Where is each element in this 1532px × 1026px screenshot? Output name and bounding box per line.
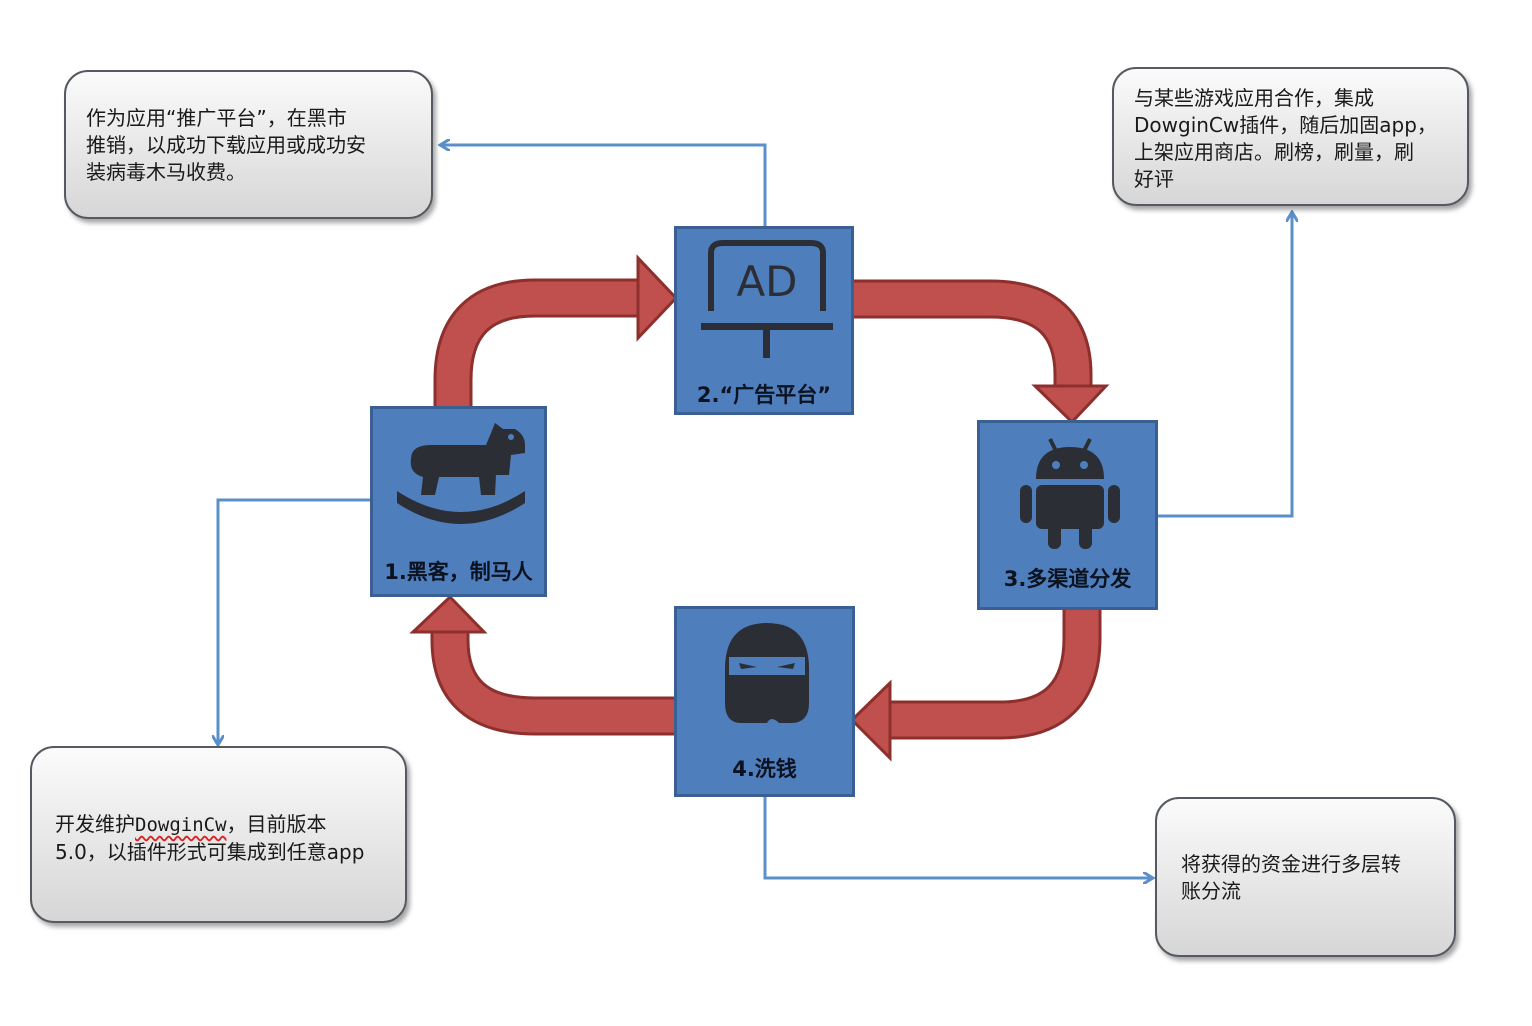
ninja-icon bbox=[725, 623, 809, 723]
note-hacker-line-1-suffix: ，目前版本 bbox=[226, 812, 327, 836]
note-distribution-line-1: 与某些游戏应用合作，集成 bbox=[1134, 86, 1374, 110]
cycle-arrow-hacker-to-ad bbox=[433, 254, 679, 408]
note-hacker-line-2: 5.0，以插件形式可集成到任意app bbox=[55, 840, 365, 864]
note-distribution-line-2: DowginCw插件，随后加固app， bbox=[1134, 113, 1437, 137]
connector-hacker-to-note bbox=[218, 498, 370, 745]
node-hacker-label: 1.黑客，制马人 bbox=[384, 560, 533, 584]
rocking-horse-icon bbox=[397, 423, 525, 524]
note-hacker-code-name: DowginCw bbox=[135, 814, 227, 836]
connector-laundering-to-note bbox=[763, 796, 1153, 878]
node-ad-platform: AD 2.“广告平台” bbox=[674, 226, 854, 415]
cycle-arrow-laundering-to-hacker bbox=[409, 594, 676, 736]
connector-distribution-to-note bbox=[1158, 212, 1292, 518]
node-distribution-label: 3.多渠道分发 bbox=[1003, 567, 1132, 591]
note-laundering-line-1: 将获得的资金进行多层转 bbox=[1181, 852, 1401, 876]
node-laundering-label: 4.洗钱 bbox=[732, 757, 797, 781]
note-distribution-line-3: 上架应用商店。刷榜，刷量，刷 bbox=[1134, 140, 1414, 164]
node-laundering: 4.洗钱 bbox=[674, 606, 855, 797]
note-laundering-line-2: 账分流 bbox=[1181, 879, 1241, 903]
connector-ad-to-note bbox=[440, 145, 767, 226]
android-icon bbox=[1020, 438, 1120, 549]
cycle-arrow-ad-to-distribution bbox=[853, 279, 1110, 425]
note-distribution: 与某些游戏应用合作，集成 DowginCw插件，随后加固app， 上架应用商店。… bbox=[1112, 67, 1469, 206]
node-ad-platform-label: 2.“广告平台” bbox=[696, 383, 832, 407]
note-hacker-line-1: 开发维护DowginCw，目前版本 bbox=[55, 811, 385, 839]
node-distribution: 3.多渠道分发 bbox=[977, 420, 1158, 610]
note-ad-platform-line-2: 推销，以成功下载应用或成功安 bbox=[86, 133, 366, 157]
ad-icon-text: AD bbox=[736, 257, 797, 306]
note-distribution-line-4: 好评 bbox=[1134, 167, 1174, 191]
ad-billboard-icon: AD bbox=[701, 240, 833, 358]
cycle-arrow-distribution-to-laundering bbox=[849, 610, 1102, 762]
node-hacker: 1.黑客，制马人 bbox=[370, 406, 547, 597]
note-hacker: 开发维护DowginCw，目前版本 5.0，以插件形式可集成到任意app bbox=[30, 746, 407, 923]
note-ad-platform: 作为应用“推广平台”，在黑市 推销，以成功下载应用或成功安 装病毒木马收费。 bbox=[64, 70, 433, 219]
note-hacker-line-1-prefix: 开发维护 bbox=[55, 812, 135, 836]
note-ad-platform-line-3: 装病毒木马收费。 bbox=[86, 160, 246, 184]
note-ad-platform-line-1: 作为应用“推广平台”，在黑市 bbox=[86, 106, 347, 130]
note-laundering: 将获得的资金进行多层转 账分流 bbox=[1155, 797, 1456, 957]
